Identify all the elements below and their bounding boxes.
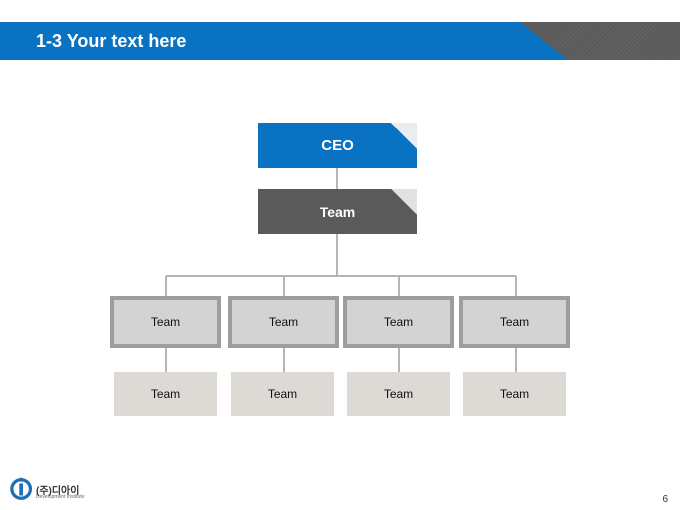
corner-fold-decoration	[391, 123, 417, 149]
mid-team-label: Team	[268, 315, 299, 329]
bottom-team-label: Team	[383, 387, 414, 401]
bottom-team-box-1: Team	[114, 372, 217, 416]
bottom-team-label: Team	[267, 387, 298, 401]
mid-team-box-4: Team	[459, 296, 570, 348]
top-team-label: Team	[319, 203, 356, 220]
bottom-team-label: Team	[499, 387, 530, 401]
bottom-team-box-2: Team	[231, 372, 334, 416]
bottom-team-box-3: Team	[347, 372, 450, 416]
mid-team-box-3: Team	[343, 296, 454, 348]
company-logo-name: (주)디아이	[36, 486, 80, 497]
ceo-label: CEO	[321, 137, 354, 154]
mid-team-label: Team	[383, 315, 414, 329]
mid-team-box-1: Team	[110, 296, 221, 348]
bottom-team-box-4: Team	[463, 372, 566, 416]
header-band-blue	[0, 22, 568, 60]
company-logo-icon	[10, 477, 33, 500]
ceo-box: CEO	[258, 123, 417, 168]
mid-team-label: Team	[150, 315, 181, 329]
mid-team-label: Team	[499, 315, 530, 329]
page-number: 6	[662, 494, 668, 505]
company-logo-subtitle: Development Institute	[36, 494, 85, 500]
top-team-box: Team	[258, 189, 417, 234]
slide-title: 1-3 Your text here	[36, 31, 187, 51]
mid-team-box-2: Team	[228, 296, 339, 348]
corner-fold-decoration	[391, 189, 417, 215]
bottom-team-label: Team	[150, 387, 181, 401]
